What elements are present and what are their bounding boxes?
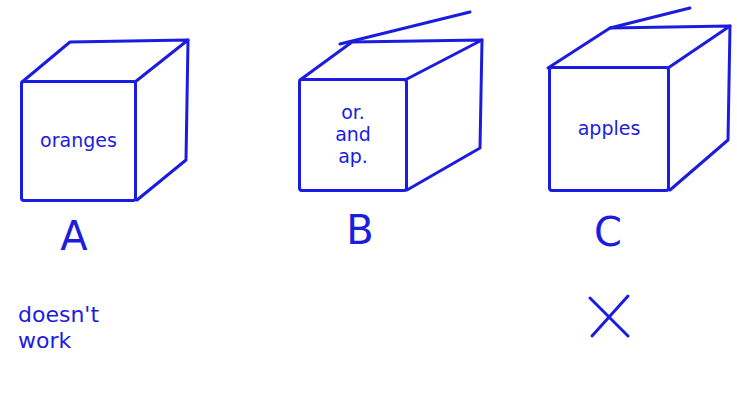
cube-side (407, 40, 482, 190)
cross-mark (590, 296, 628, 336)
cube-top (548, 26, 730, 68)
cube-edge (610, 8, 690, 28)
cube-side (670, 26, 730, 190)
box-face: or. and ap. (298, 78, 408, 192)
box-face: oranges (20, 80, 137, 202)
cube-edge (340, 12, 470, 44)
cube-top (22, 40, 188, 82)
box-letter: C (578, 208, 638, 256)
box-label: or. and ap. (325, 102, 381, 168)
cube-side (137, 40, 188, 200)
box-letter: B (330, 206, 390, 254)
box-label: oranges (40, 130, 117, 152)
box-label: apples (578, 118, 641, 140)
cube-top (300, 40, 482, 80)
box-face: apples (548, 66, 670, 192)
box-letter: A (44, 212, 104, 260)
note-text: doesn't work (18, 302, 128, 355)
